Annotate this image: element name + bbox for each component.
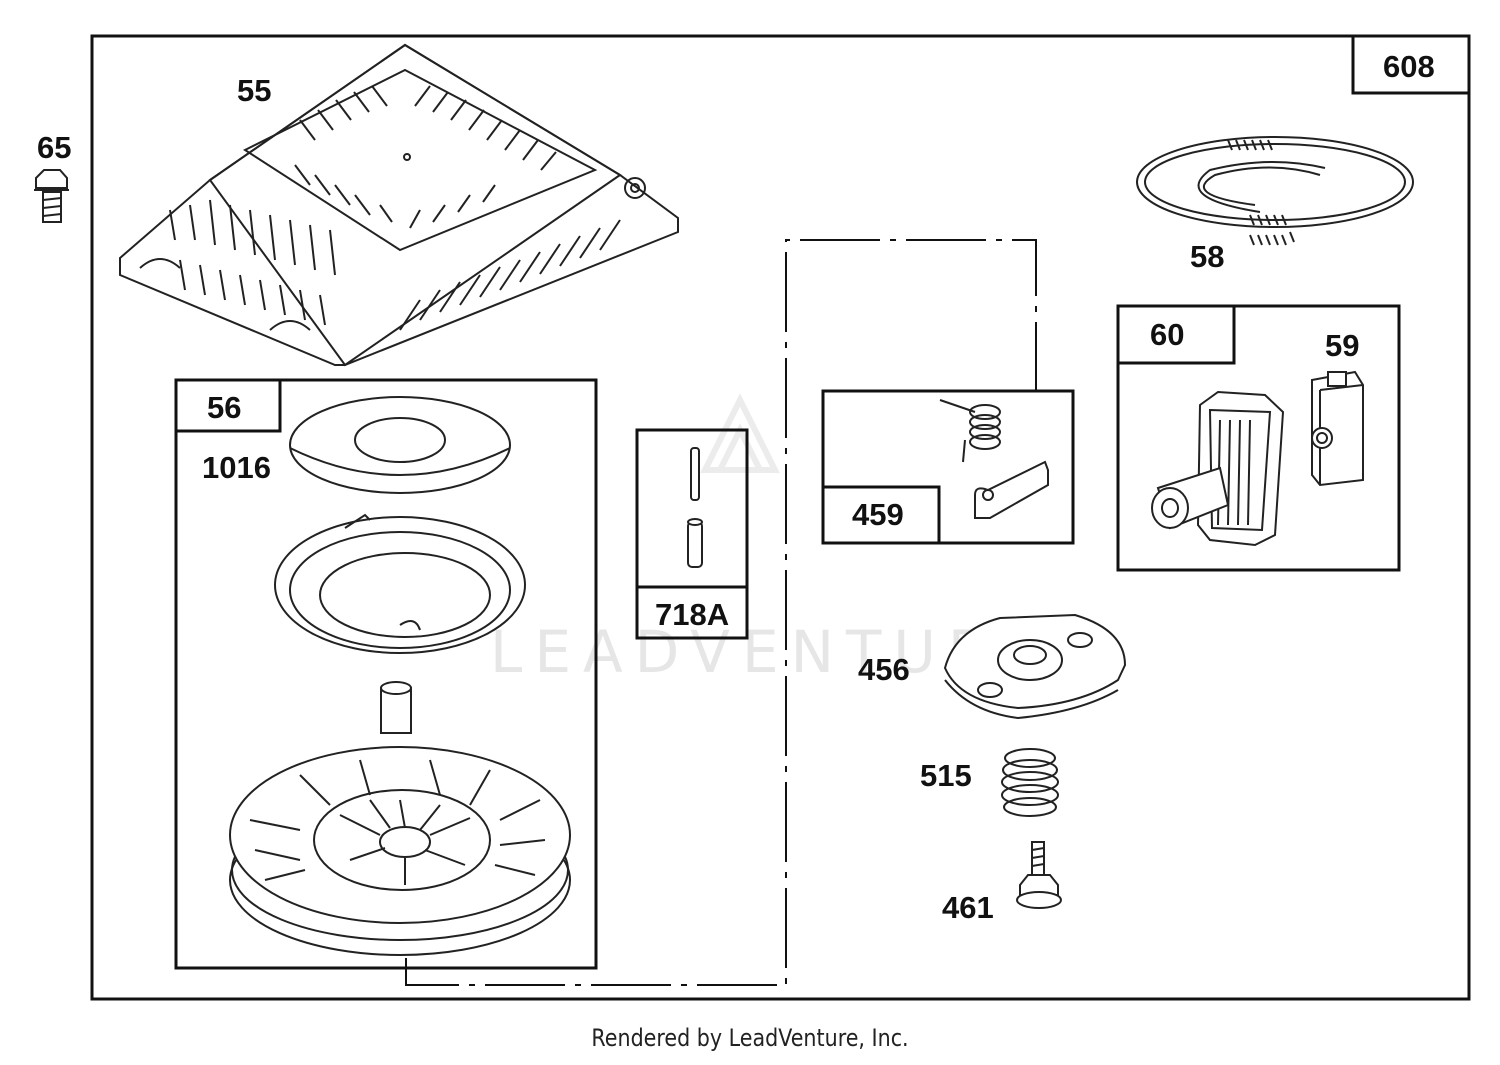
pawl: [974, 460, 1049, 519]
cover-vents-top: [294, 85, 557, 229]
group-60-label-box: [1116, 304, 1236, 365]
group-459-frame: [821, 389, 1075, 545]
watermark: LEADVENTURE: [490, 393, 1049, 686]
part-461-screw[interactable]: 461: [942, 841, 1062, 925]
assembly-frame: [90, 34, 1471, 1001]
label-459: 459: [852, 497, 904, 532]
part-60-handle-group[interactable]: 60 59: [1116, 304, 1401, 572]
label-515: 515: [920, 758, 972, 793]
label-58: 58: [1190, 239, 1224, 274]
label-718a: 718A: [655, 597, 729, 632]
assembly-label: 608: [1383, 49, 1435, 84]
bushing: [380, 681, 412, 734]
assembly-label-box: [1351, 34, 1471, 95]
cover-vents-side: [169, 199, 621, 331]
group-56-label-box: [174, 378, 282, 433]
label-55: 55: [237, 73, 271, 108]
part-515-spring[interactable]: 515: [920, 748, 1059, 817]
group-459-label-box: [821, 485, 941, 545]
starter-pulley: [229, 746, 571, 956]
rewind-spring: [274, 513, 526, 654]
group-60-frame: [1116, 304, 1401, 572]
part-56-starter-assembly[interactable]: 56 1016: [174, 378, 598, 970]
handle-insert-59: [1311, 370, 1364, 487]
pawl-spring: [939, 399, 1001, 463]
watermark-text: LEADVENTURE: [490, 618, 1049, 686]
group-718a-frame: [635, 428, 749, 640]
label-1016: 1016: [202, 450, 271, 485]
label-65: 65: [37, 130, 71, 165]
starter-handle: [1151, 390, 1285, 547]
part-718a-pins[interactable]: 718A: [635, 428, 749, 640]
part-55-cover[interactable]: 55: [119, 43, 679, 367]
label-59: 59: [1325, 328, 1359, 363]
part-58-rope[interactable]: 58: [1136, 136, 1414, 274]
footer-credit: Rendered by LeadVenture, Inc.: [591, 1024, 909, 1052]
label-60: 60: [1150, 317, 1184, 352]
label-456: 456: [858, 652, 910, 687]
group-56-frame: [174, 378, 598, 970]
part-459-pawl-kit[interactable]: 459: [821, 389, 1075, 545]
label-461: 461: [942, 890, 994, 925]
label-56: 56: [207, 390, 241, 425]
part-65-bolt[interactable]: 65: [34, 130, 71, 223]
part-456-retainer[interactable]: 456: [858, 613, 1127, 720]
connector-lines: [405, 239, 1037, 986]
